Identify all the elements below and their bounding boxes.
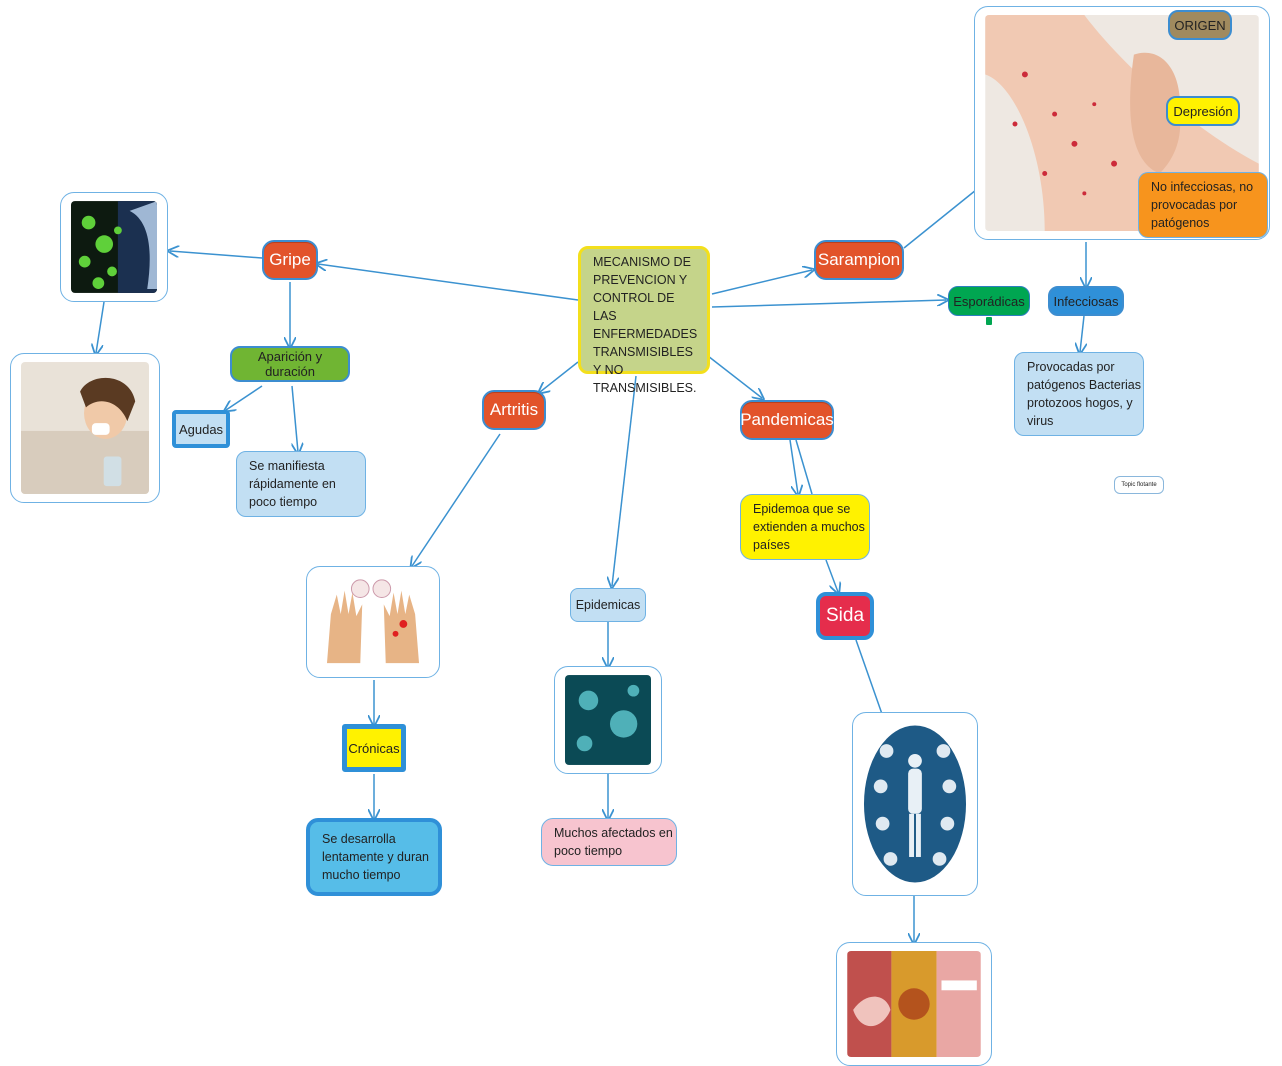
- arthritis-hands-picture: [317, 575, 429, 669]
- epidemicas-node[interactable]: Epidemicas: [570, 588, 646, 622]
- gripe-node[interactable]: Gripe: [262, 240, 318, 280]
- agudas-node[interactable]: Agudas: [172, 410, 230, 448]
- hiv-symptoms-picture: [863, 721, 967, 887]
- esporadicas-node[interactable]: Esporádicas: [948, 286, 1030, 316]
- oral-lesions-picture: [847, 951, 981, 1057]
- artritis-label: Artritis: [489, 400, 539, 419]
- virus-cells-picture: [565, 675, 651, 765]
- cronicas-label: Crónicas: [348, 740, 400, 756]
- no-infecciosas-label: No infecciosas, no provocadas por patóge…: [1151, 180, 1254, 230]
- epidemicas-desc-node[interactable]: Muchos afectados en poco tiempo: [541, 818, 677, 866]
- sida-node[interactable]: Sida: [816, 592, 874, 640]
- floating-topic-label: Topic flotante: [1121, 482, 1157, 488]
- sida-label: Sida: [825, 605, 865, 626]
- origen-label: ORIGEN: [1174, 17, 1226, 33]
- cronicas-node[interactable]: Crónicas: [342, 724, 406, 772]
- virus-cells-image: [554, 666, 662, 774]
- virus-breath-picture: [71, 201, 157, 293]
- pandemicas-desc-label: Epidemoa que se extienden a muchos paíse…: [753, 502, 865, 552]
- arthritis-hands-image: [306, 566, 440, 678]
- aparicion-node[interactable]: Aparición y duración: [230, 346, 350, 382]
- central-topic[interactable]: MECANISMO DE PREVENCION Y CONTROL DE LAS…: [578, 246, 710, 395]
- epidemicas-desc-label: Muchos afectados en poco tiempo: [554, 826, 673, 858]
- cronicas-desc-label: Se desarrolla lentamente y duran mucho t…: [322, 832, 430, 882]
- virus-breath-image: [60, 192, 168, 302]
- sarampion-label: Sarampion: [817, 250, 901, 269]
- agudas-desc-label: Se manifiesta rápidamente en poco tiempo: [249, 459, 336, 509]
- pandemicas-label: Pandemicas: [740, 410, 834, 429]
- sick-woman-picture: [21, 362, 149, 494]
- agudas-label: Agudas: [178, 421, 224, 437]
- sarampion-node[interactable]: Sarampion: [814, 240, 904, 280]
- floating-topic-node[interactable]: Topic flotante: [1114, 476, 1164, 494]
- infecciosas-desc-label: Provocadas por patógenos Bacterias proto…: [1027, 360, 1141, 428]
- epidemicas-label: Epidemicas: [575, 598, 641, 612]
- origen-node[interactable]: ORIGEN: [1168, 10, 1232, 40]
- aparicion-label: Aparición y duración: [257, 349, 323, 379]
- sick-woman-image: [10, 353, 160, 503]
- artritis-node[interactable]: Artritis: [482, 390, 546, 430]
- cronicas-desc-node[interactable]: Se desarrolla lentamente y duran mucho t…: [306, 818, 442, 896]
- pandemicas-node[interactable]: Pandemicas: [740, 400, 834, 440]
- agudas-desc-node[interactable]: Se manifiesta rápidamente en poco tiempo: [236, 451, 366, 517]
- esporadicas-indicator: [986, 317, 992, 325]
- hiv-symptoms-image: [852, 712, 978, 896]
- gripe-label: Gripe: [269, 250, 311, 269]
- esporadicas-label: Esporádicas: [953, 293, 1025, 309]
- oral-lesions-image: [836, 942, 992, 1066]
- infecciosas-desc-node[interactable]: Provocadas por patógenos Bacterias proto…: [1014, 352, 1144, 436]
- depresion-node[interactable]: Depresión: [1166, 96, 1240, 126]
- infecciosas-node[interactable]: Infecciosas: [1048, 286, 1124, 316]
- no-infecciosas-node[interactable]: No infecciosas, no provocadas por patóge…: [1138, 172, 1268, 238]
- pandemicas-desc-node[interactable]: Epidemoa que se extienden a muchos paíse…: [740, 494, 870, 560]
- infecciosas-label: Infecciosas: [1053, 293, 1119, 309]
- depresion-label: Depresión: [1173, 103, 1233, 119]
- central-topic-label: MECANISMO DE PREVENCION Y CONTROL DE LAS…: [593, 255, 698, 395]
